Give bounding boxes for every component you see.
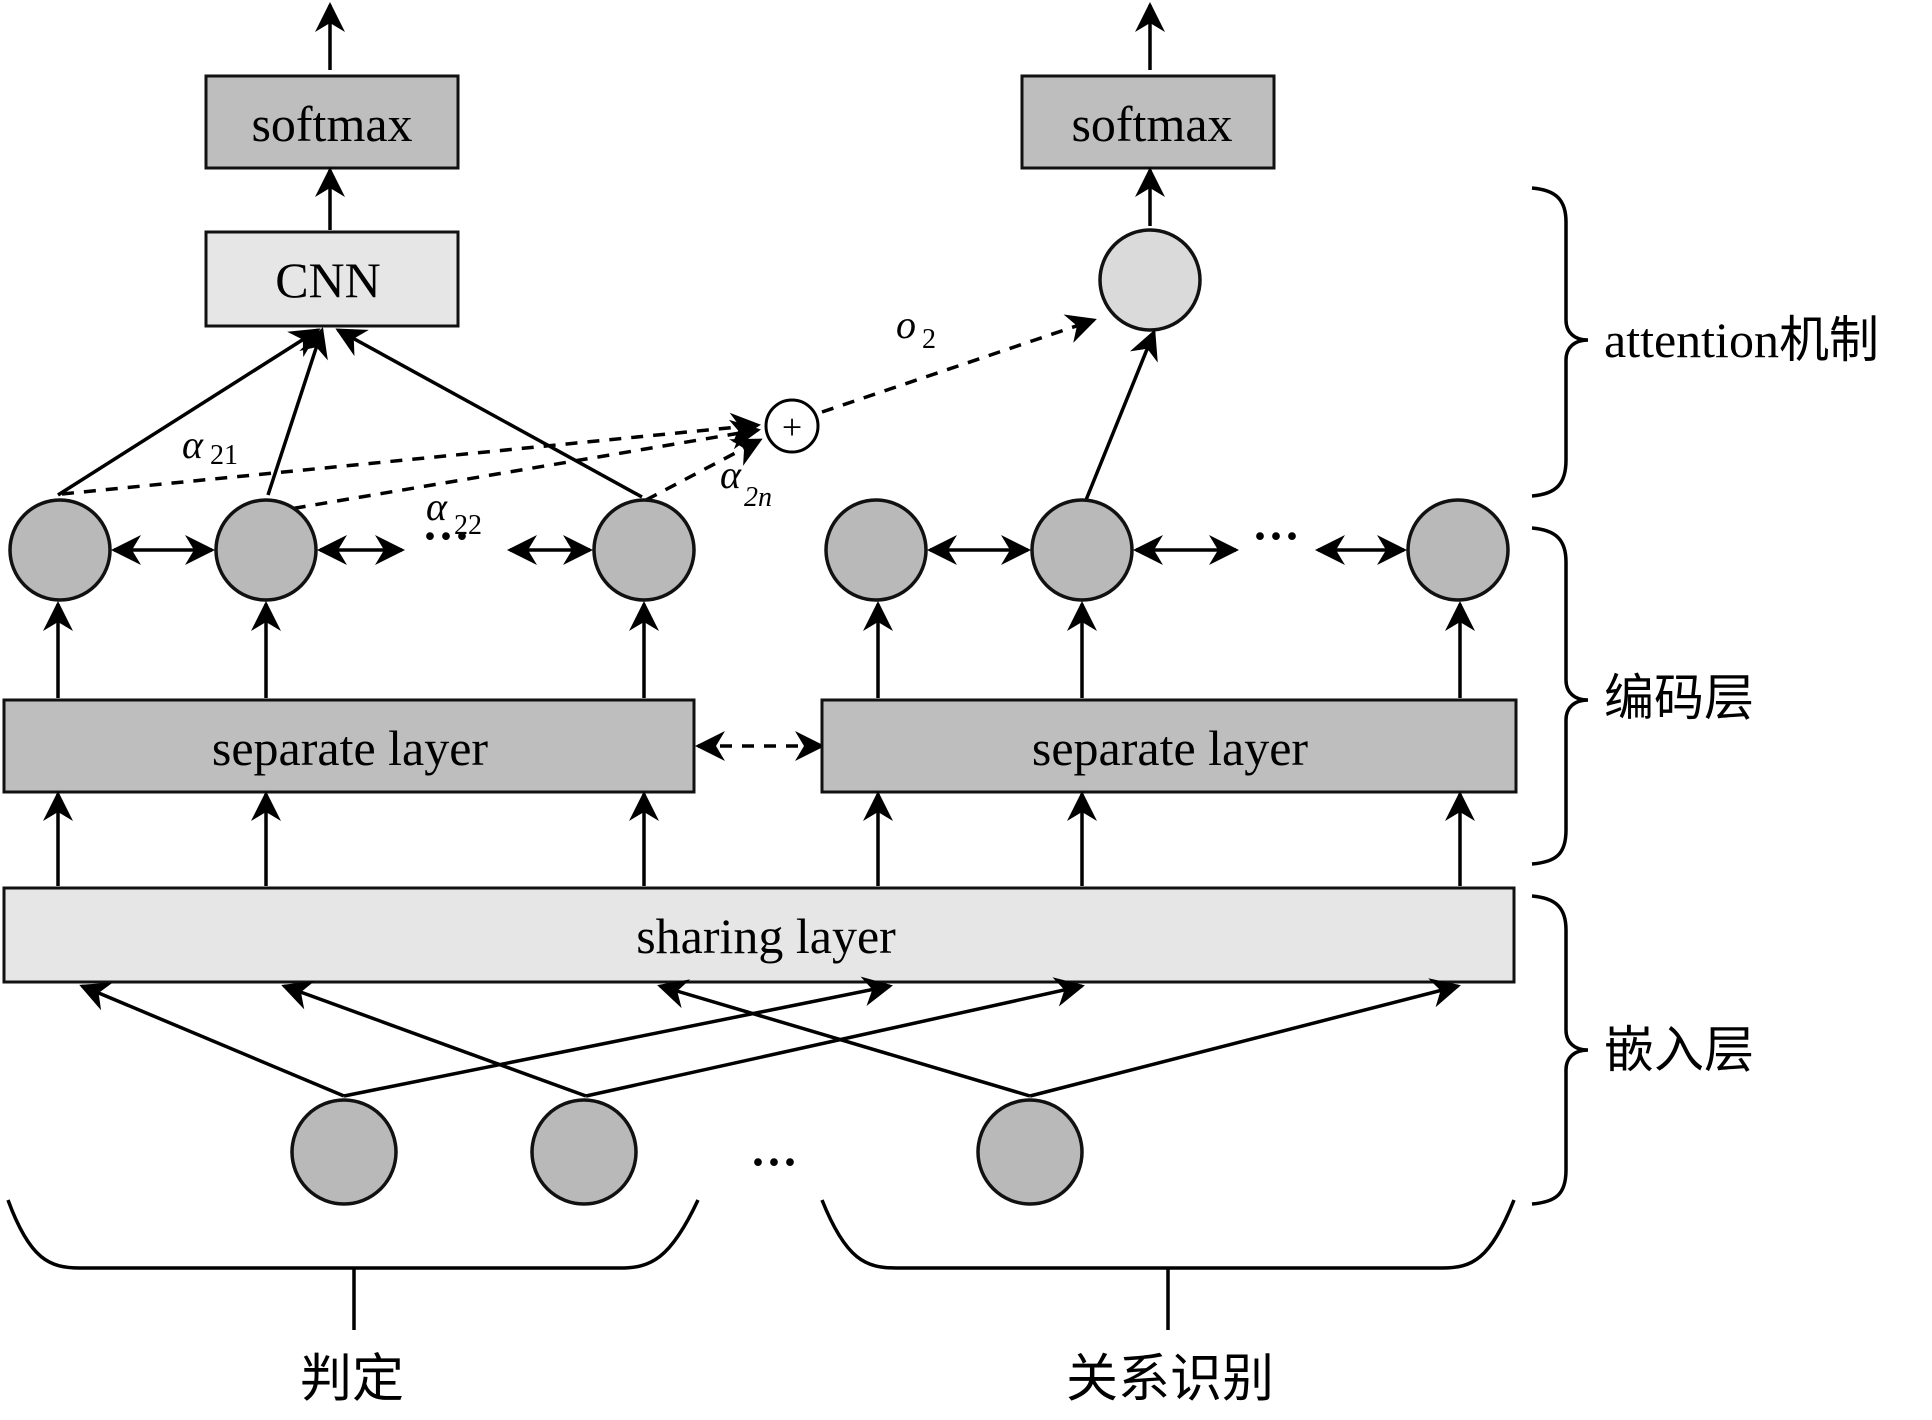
left-encoding-node-1 <box>8 498 112 602</box>
weight-a22-label: α 22 <box>426 484 482 541</box>
right-separate-layer-box <box>820 698 1518 794</box>
weight-a2n-label: α 2n <box>720 452 772 513</box>
left-branch: softmax CNN α 21 α 22 α 2n ··· <box>2 2 772 886</box>
input1-to-share-left-arrow <box>79 982 345 1098</box>
right-encoding-dots: ··· <box>1252 510 1300 563</box>
judgement-brace <box>6 1199 700 1270</box>
left-encoding-node-2 <box>214 498 318 602</box>
attention-output-node <box>1098 228 1202 332</box>
a22-dashed-arrow <box>271 419 761 514</box>
left-encoding-dots: ··· <box>422 510 470 563</box>
a2n-dashed-arrow <box>645 438 763 502</box>
svg-text:α: α <box>182 422 204 467</box>
cnn-label: CNN <box>275 252 381 308</box>
a21-dashed-arrow <box>61 412 761 496</box>
right-softmax-box <box>1020 74 1276 170</box>
attention-label: attention机制 <box>1604 312 1879 368</box>
sum-to-attention-dashed-arrow <box>821 314 1097 414</box>
input2-to-share-right-arrow <box>585 977 1085 1098</box>
left-separate-layer-label: separate layer <box>212 720 489 776</box>
encoding-label: 编码层 <box>1604 670 1754 726</box>
input3-to-share-right-arrow <box>1029 978 1461 1098</box>
svg-text:2: 2 <box>922 324 936 355</box>
input1-to-share-right-arrow <box>343 976 893 1098</box>
embedding-brace <box>1531 894 1589 1206</box>
input-node-3 <box>976 1098 1084 1206</box>
judgement-task-label: 判定 <box>300 1352 404 1409</box>
svg-text:2n: 2n <box>744 482 772 513</box>
input3-to-share-left-arrow <box>657 979 1031 1098</box>
right-branch: softmax o 2 ··· separate layer <box>820 2 1518 886</box>
input2-to-share-left-arrow <box>281 981 587 1098</box>
o2-label: o 2 <box>896 302 936 355</box>
node2-to-cnn-arrow <box>266 327 328 496</box>
node3-to-cnn-arrow <box>335 328 643 499</box>
right-encoding-node-1 <box>824 498 928 602</box>
right-node2-to-attention-arrow <box>1084 329 1158 501</box>
attention-sum-node: + <box>764 398 820 454</box>
left-softmax-label: softmax <box>251 96 412 152</box>
svg-text:α: α <box>426 484 448 529</box>
attention-brace <box>1531 186 1589 498</box>
right-separate-layer-label: separate layer <box>1032 720 1309 776</box>
input-node-1 <box>290 1098 398 1206</box>
weight-a21-label: α 21 <box>182 422 238 471</box>
encoding-brace <box>1531 526 1589 866</box>
svg-text:22: 22 <box>454 510 482 541</box>
sharing-layer-box <box>2 886 1516 984</box>
svg-text:21: 21 <box>210 440 238 471</box>
sharing-layer-label: sharing layer <box>636 908 896 964</box>
left-separate-layer-box <box>2 698 696 794</box>
node1-to-cnn-arrow <box>57 328 321 497</box>
right-encoding-node-3 <box>1406 498 1510 602</box>
relation-task-label: 关系识别 <box>1066 1352 1274 1409</box>
embedding-label: 嵌入层 <box>1604 1022 1754 1078</box>
input-node-2 <box>530 1098 638 1206</box>
sum-circle <box>764 398 820 454</box>
cnn-box <box>204 230 460 328</box>
svg-text:α: α <box>720 452 742 497</box>
svg-text:o: o <box>896 302 916 347</box>
sum-symbol: + <box>782 407 802 447</box>
relation-brace <box>820 1199 1516 1270</box>
right-encoding-node-2 <box>1030 498 1134 602</box>
left-encoding-node-3 <box>592 498 696 602</box>
right-softmax-label: softmax <box>1071 96 1232 152</box>
input-connections <box>79 976 1461 1098</box>
input-dots: ··· <box>750 1136 798 1189</box>
